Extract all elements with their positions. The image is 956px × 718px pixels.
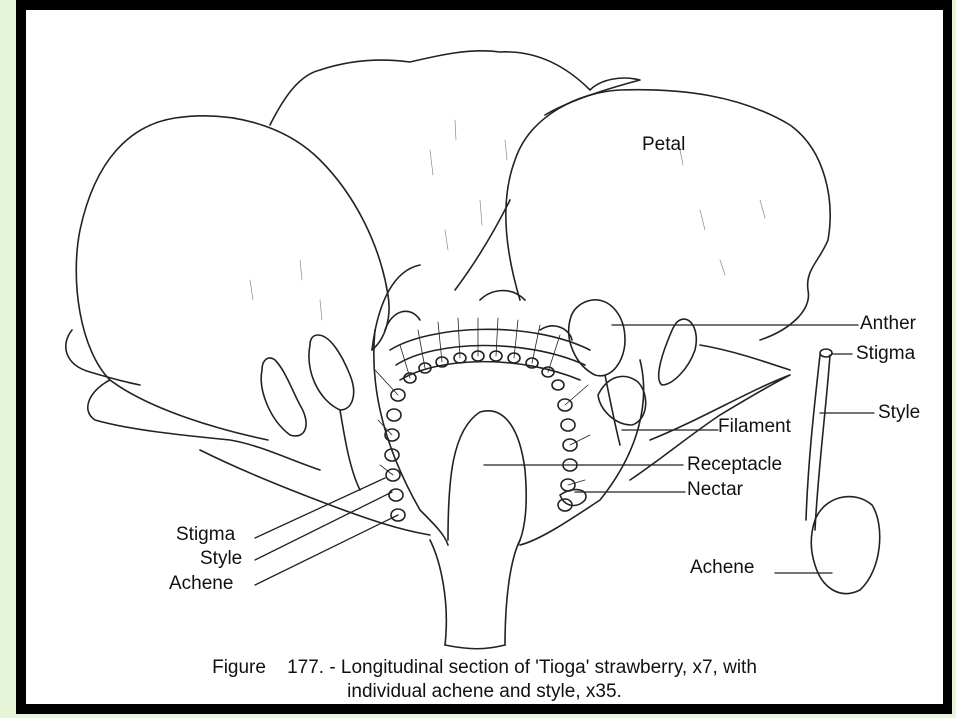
pointer-stigma-left [255, 478, 385, 538]
label-petal: Petal [642, 135, 685, 155]
label-style-left: Style [200, 549, 242, 569]
label-filament: Filament [718, 417, 791, 437]
label-achene-left: Achene [169, 574, 233, 594]
label-receptacle: Receptacle [687, 455, 782, 475]
right-petal-outline [506, 90, 830, 340]
left-sepal [88, 380, 320, 470]
stamen-left-2 [309, 335, 354, 410]
label-nectar: Nectar [687, 480, 743, 500]
detached-achene [811, 497, 879, 594]
caption-line-2: individual achene and style, x35. [26, 680, 943, 704]
figure-caption: Figure 177. - Longitudinal section of 'T… [26, 656, 943, 704]
left-achene-column [385, 389, 405, 521]
label-style-right: Style [878, 403, 920, 423]
center-petal-outline [270, 51, 640, 125]
stamen-left-1 [261, 358, 306, 436]
label-anther: Anther [860, 314, 916, 334]
caption-line-1: Figure 177. - Longitudinal section of 'T… [26, 656, 943, 680]
flower-stem [430, 540, 520, 645]
label-stigma-left: Stigma [176, 525, 235, 545]
stamen-filament-right [605, 375, 620, 445]
label-achene-right: Achene [690, 558, 754, 578]
label-stigma-right: Stigma [856, 344, 915, 364]
stamen-anther-right [569, 300, 625, 376]
detached-stigma [820, 349, 832, 357]
top-achene-arc [404, 351, 564, 390]
left-petal-outline [76, 116, 389, 440]
receptacle-dome [448, 411, 526, 545]
